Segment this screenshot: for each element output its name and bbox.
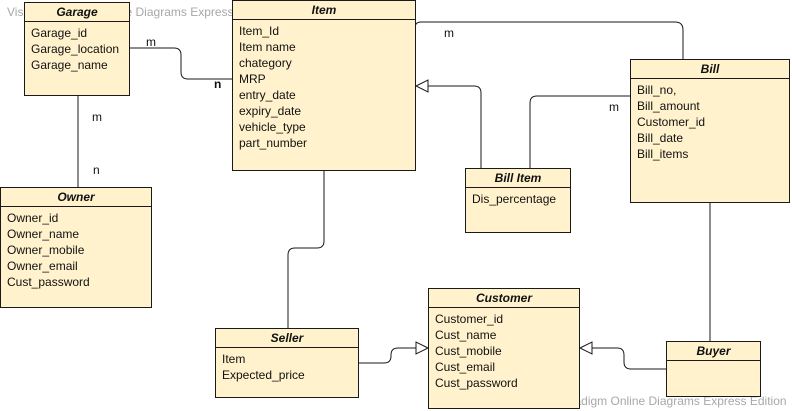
entity-bill-attribute: Bill_items [637, 147, 689, 161]
generalization-arrowhead-customer-right [578, 341, 593, 355]
entity-buyer-attributes [667, 361, 760, 364]
entity-bill-attribute: Customer_id [637, 115, 706, 129]
entity-customer-title: Customer [429, 289, 579, 308]
multiplicity-garage-item-n: n [214, 77, 222, 91]
entity-item-attribute: Item_Id [239, 24, 280, 38]
entity-customer-attribute: Cust_name [435, 328, 497, 342]
entity-bill-item-attribute: Dis_percentage [472, 192, 557, 206]
entity-buyer[interactable]: Buyer [666, 341, 761, 397]
entity-item-attribute: MRP [239, 72, 266, 86]
entity-customer-attribute: Customer_id [435, 312, 504, 326]
connector-seller-customer[interactable] [358, 347, 417, 364]
multiplicity-garage-owner-n: n [93, 163, 100, 177]
entity-item-attribute: vehicle_type [239, 120, 306, 134]
multiplicity-garage-owner-m: m [92, 110, 102, 124]
entity-item-title: Item [233, 1, 415, 20]
connector-billitem-item[interactable] [427, 85, 482, 169]
entity-bill-attribute: Bill_amount [637, 99, 700, 113]
connector-item-seller[interactable] [287, 171, 325, 328]
entity-customer-attribute: Cust_password [435, 376, 518, 390]
generalization-arrowhead-customer-left [415, 341, 430, 355]
entity-item-attribute: part_number [239, 136, 308, 150]
entity-bill-item-title: Bill Item [466, 169, 570, 188]
entity-owner-attribute: Owner_name [7, 227, 80, 241]
entity-owner-attribute: Owner_email [7, 259, 78, 273]
entity-buyer-title: Buyer [667, 342, 760, 361]
entity-bill-item-attributes: Dis_percentage [466, 188, 570, 207]
multiplicity-billitem-bill-m: m [609, 100, 619, 114]
connector-garage-item[interactable] [129, 47, 233, 80]
watermark-bottom: Visual Paradigm Online Diagrams Express … [520, 394, 787, 408]
entity-seller-title: Seller [216, 329, 358, 348]
entity-owner-title: Owner [1, 188, 151, 207]
connector-item-bill[interactable] [414, 21, 684, 60]
entity-garage-attribute: Garage_id [31, 26, 88, 40]
entity-customer-attribute: Cust_mobile [435, 344, 502, 358]
entity-owner-attribute: Cust_password [7, 275, 90, 289]
connector-billitem-bill[interactable] [529, 95, 631, 169]
entity-item-attribute: entry_date [239, 88, 296, 102]
entity-bill-attribute: Bill_no, [637, 83, 677, 97]
entity-seller-attribute: Expected_price [222, 368, 305, 382]
entity-owner-attribute: Owner_mobile [7, 243, 85, 257]
entity-garage-title: Garage [25, 3, 129, 22]
entity-bill-title: Bill [631, 60, 789, 79]
entity-garage-attribute: Garage_name [31, 58, 108, 72]
entity-owner-attribute: Owner_id [7, 211, 59, 225]
generalization-arrowhead-item [414, 79, 429, 93]
entity-bill-attribute: Bill_date [637, 131, 684, 145]
multiplicity-item-bill-m: m [444, 26, 454, 40]
entity-customer-attribute: Cust_email [435, 360, 496, 374]
multiplicity-garage-item-m: m [146, 35, 156, 49]
entity-seller-attribute: Item [222, 352, 246, 366]
entity-item-attribute: chategory [239, 56, 292, 70]
entity-garage-attribute: Garage_location [31, 42, 120, 56]
entity-item-attribute: Item name [239, 40, 296, 54]
entity-item-attribute: expiry_date [239, 104, 302, 118]
entity-bill-item[interactable]: Bill Item Dis_percentage [465, 168, 571, 233]
connector-buyer-customer[interactable] [592, 347, 666, 370]
